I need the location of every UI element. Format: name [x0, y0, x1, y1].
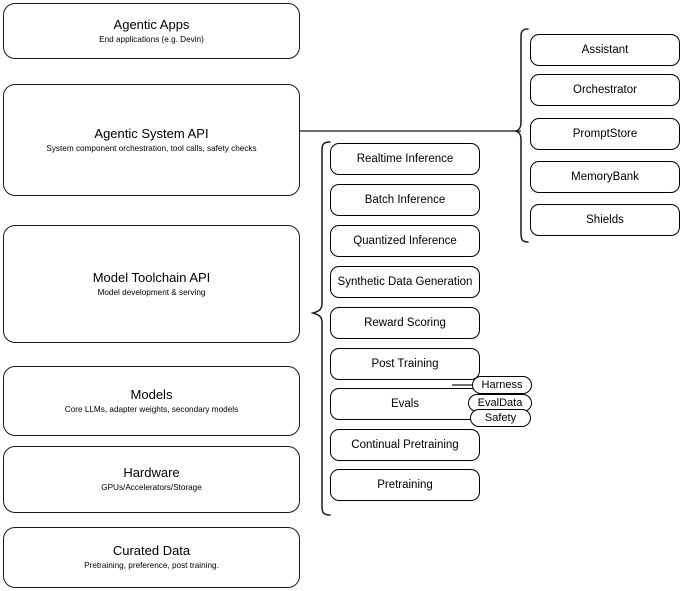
- stack-layer-subtitle: End applications (e.g. Devin): [99, 34, 204, 44]
- toolchain-component-label: Evals: [390, 397, 420, 410]
- stack-layer-title: Agentic Apps: [113, 16, 190, 32]
- agentic-component-orchestrator[interactable]: Orchestrator: [530, 74, 680, 106]
- stack-layer-subtitle: System component orchestration, tool cal…: [46, 143, 257, 153]
- stack-layer-title: Models: [130, 386, 173, 402]
- agentic-component-shields[interactable]: Shields: [530, 204, 680, 236]
- stack-layer-agentic-system-api[interactable]: Agentic System API System component orch…: [3, 84, 300, 196]
- evals-badge-label: EvalData: [477, 397, 523, 409]
- toolchain-component-label: Continual Pretraining: [351, 438, 459, 451]
- stack-layer-agentic-apps[interactable]: Agentic Apps End applications (e.g. Devi…: [3, 3, 300, 59]
- toolchain-component-continual-pretraining[interactable]: Continual Pretraining: [330, 429, 480, 461]
- toolchain-component-label: Batch Inference: [364, 193, 446, 206]
- stack-layer-subtitle: GPUs/Accelerators/Storage: [101, 483, 202, 492]
- stack-layer-subtitle: Core LLMs, adapter weights, secondary mo…: [64, 404, 239, 414]
- stack-layer-curated-data[interactable]: Curated Data Pretraining, preference, po…: [3, 527, 300, 588]
- toolchain-component-label: Quantized Inference: [353, 234, 457, 247]
- agentic-component-label: PromptStore: [572, 127, 638, 140]
- agentic-component-label: Assistant: [581, 43, 629, 56]
- toolchain-component-realtime-inference[interactable]: Realtime Inference: [330, 143, 480, 175]
- agentic-components-brace: [513, 28, 529, 243]
- agentic-component-label: Orchestrator: [573, 83, 637, 96]
- stack-layer-title: Hardware: [123, 465, 180, 480]
- toolchain-component-batch-inference[interactable]: Batch Inference: [330, 184, 480, 216]
- agentic-component-promptstore[interactable]: PromptStore: [530, 118, 680, 150]
- evals-badge-label: Safety: [484, 412, 517, 424]
- toolchain-components-brace: [310, 141, 331, 516]
- stack-layer-title: Curated Data: [112, 543, 191, 558]
- evals-badge-label: Harness: [481, 379, 523, 391]
- stack-layer-model-toolchain-api[interactable]: Model Toolchain API Model development & …: [3, 225, 300, 343]
- toolchain-component-pretraining[interactable]: Pretraining: [330, 469, 480, 501]
- toolchain-component-quantized-inference[interactable]: Quantized Inference: [330, 225, 480, 257]
- agentic-component-label: Shields: [586, 213, 624, 226]
- stack-layer-subtitle: Model development & serving: [97, 287, 206, 297]
- agentic-component-assistant[interactable]: Assistant: [530, 34, 680, 66]
- agentic-component-memorybank[interactable]: MemoryBank: [530, 161, 680, 193]
- toolchain-component-evals[interactable]: Evals: [330, 388, 480, 420]
- stack-layer-models[interactable]: Models Core LLMs, adapter weights, secon…: [3, 366, 300, 436]
- stack-layer-title: Agentic System API: [94, 125, 209, 141]
- agentic-component-label: MemoryBank: [571, 170, 639, 183]
- toolchain-component-reward-scoring[interactable]: Reward Scoring: [330, 307, 480, 339]
- toolchain-component-label: Reward Scoring: [364, 316, 446, 329]
- toolchain-component-synthetic-data-generation[interactable]: Synthetic Data Generation: [330, 266, 480, 298]
- evals-badge-harness[interactable]: Harness: [472, 376, 532, 394]
- toolchain-component-label: Synthetic Data Generation: [337, 275, 473, 288]
- stack-layer-subtitle: Pretraining, preference, post training.: [84, 561, 219, 570]
- stack-layer-hardware[interactable]: Hardware GPUs/Accelerators/Storage: [3, 446, 300, 513]
- toolchain-component-label: Realtime Inference: [356, 152, 454, 165]
- toolchain-component-label: Post Training: [371, 357, 439, 370]
- stack-layer-title: Model Toolchain API: [92, 269, 211, 285]
- toolchain-component-post-training[interactable]: Post Training: [330, 348, 480, 380]
- evals-badge-safety[interactable]: Safety: [470, 409, 531, 427]
- toolchain-component-label: Pretraining: [377, 478, 433, 491]
